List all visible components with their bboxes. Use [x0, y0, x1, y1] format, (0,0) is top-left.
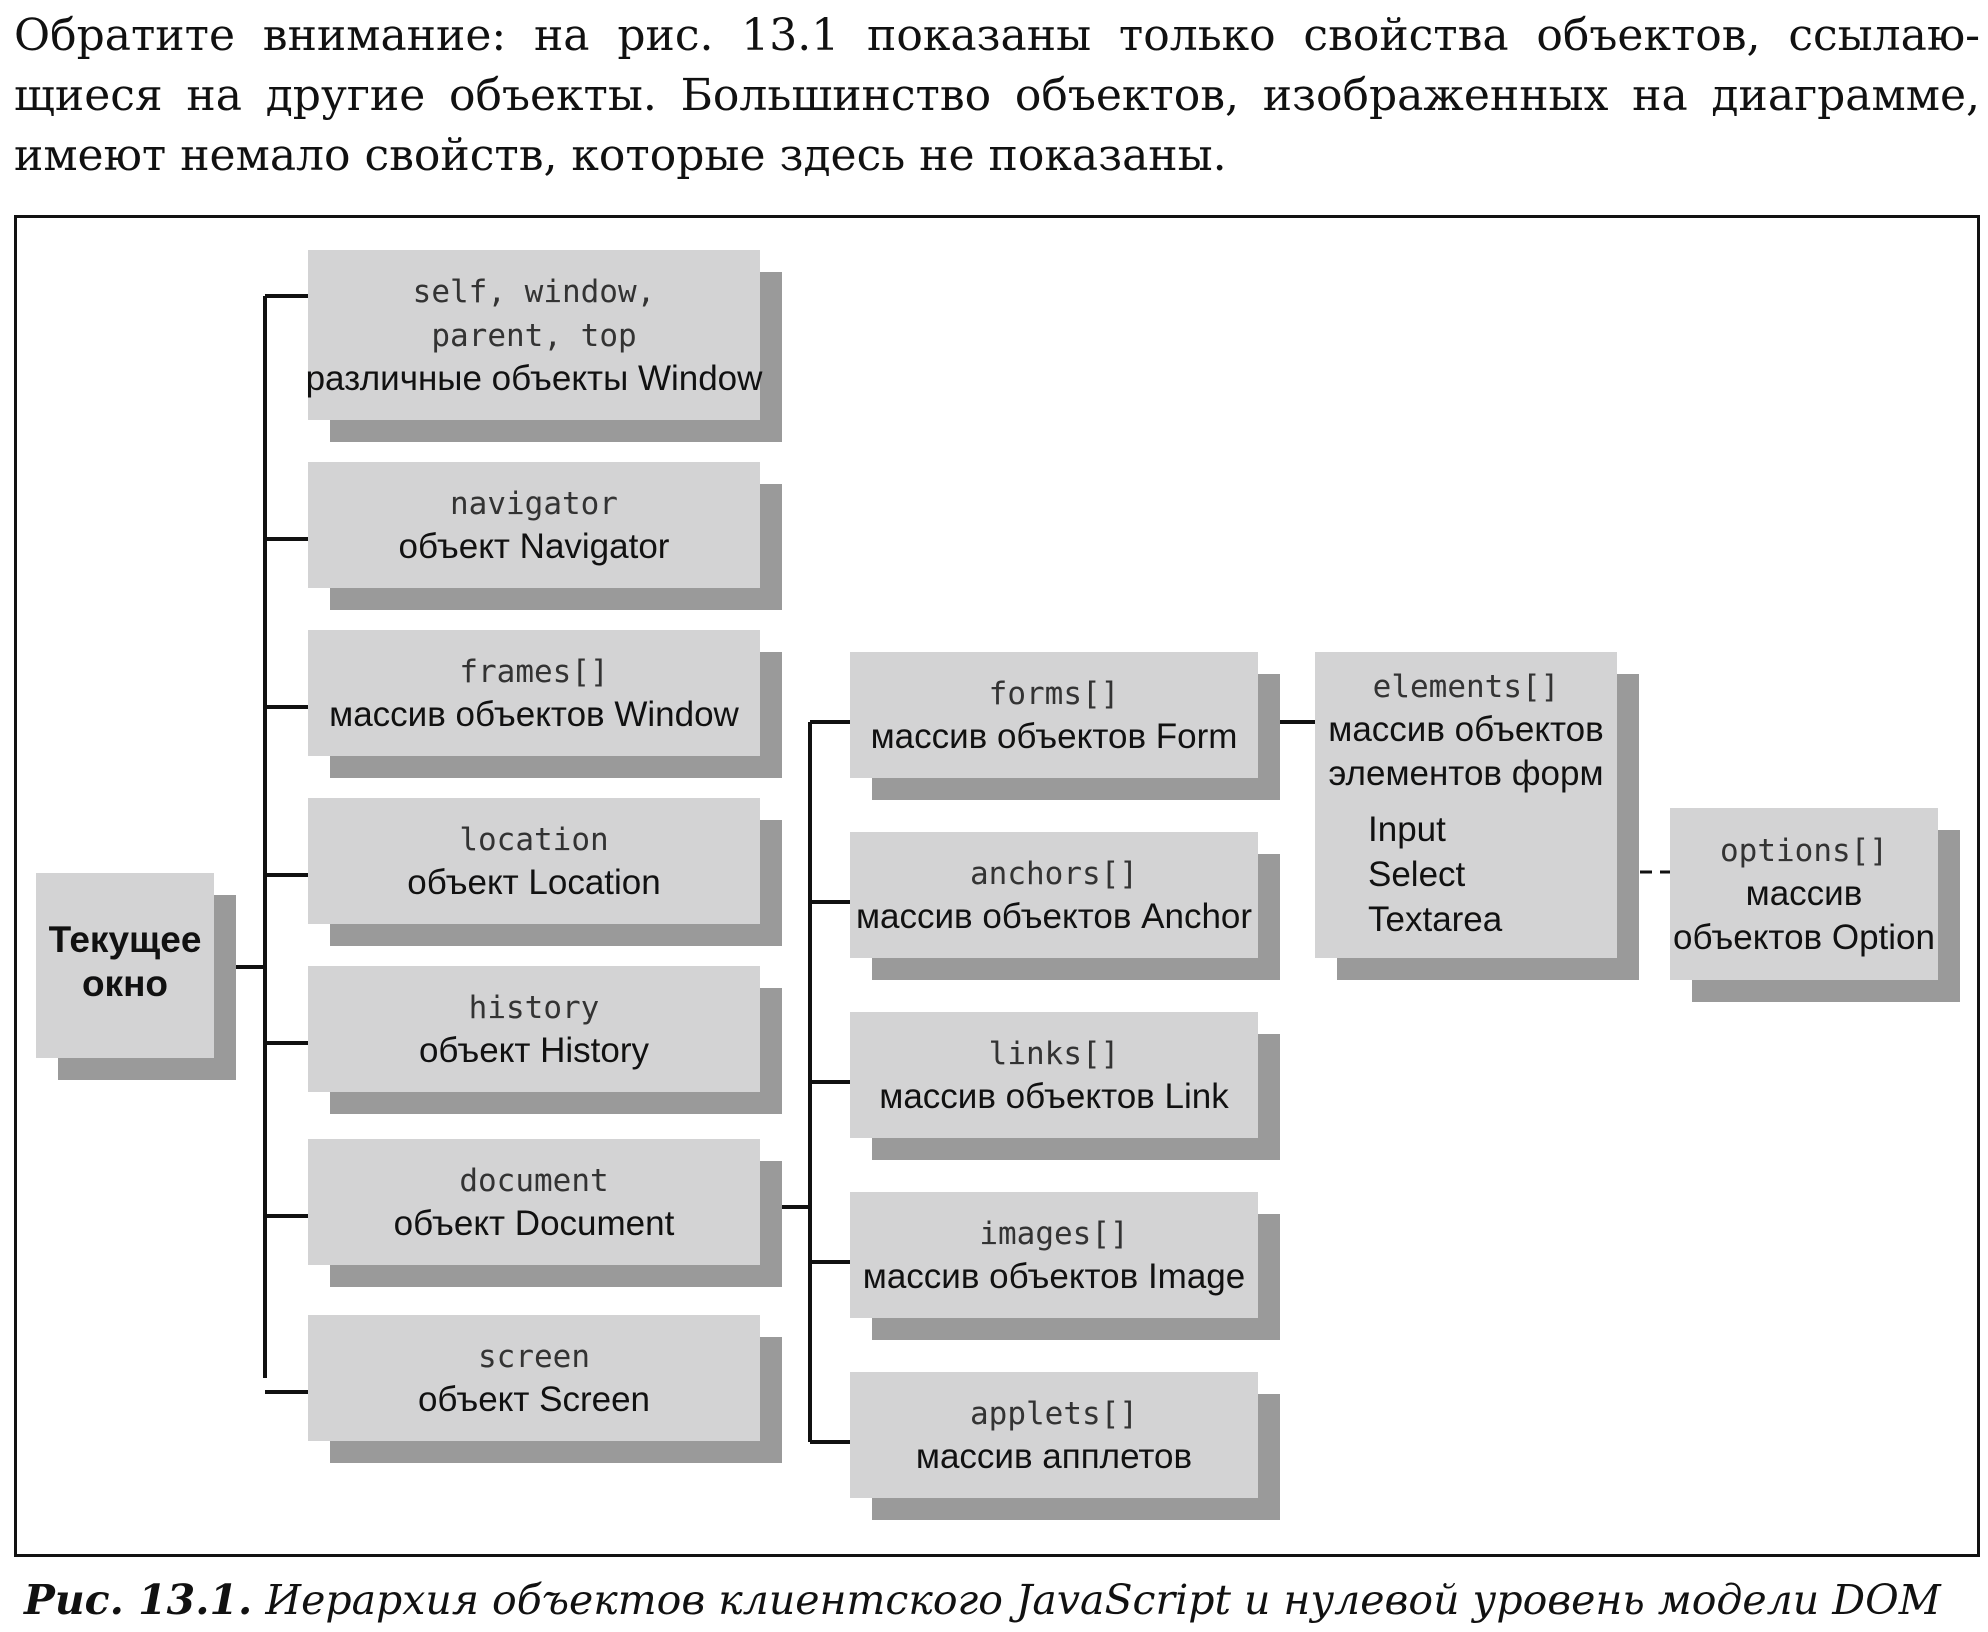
node-frames-property: frames[] — [459, 654, 608, 690]
node-history: history объект History — [308, 966, 782, 1114]
node-links-box — [850, 1012, 1258, 1138]
node-elements-property: elements[] — [1373, 669, 1560, 705]
node-current-window-label: окно — [82, 963, 168, 1004]
node-history-description: объект History — [419, 1031, 650, 1070]
node-forms-property: forms[] — [989, 676, 1120, 712]
node-document: document объект Document — [308, 1139, 782, 1287]
node-images: images[] массив объектов Image — [850, 1192, 1280, 1340]
node-navigator: navigator объект Navigator — [308, 462, 782, 610]
node-applets: applets[] массив апплетов — [850, 1372, 1280, 1520]
node-document-description: объект Document — [394, 1204, 675, 1243]
node-screen-description: объект Screen — [418, 1380, 650, 1419]
node-frames-box — [308, 630, 760, 756]
figure-caption: Рис. 13.1. Иерархия объектов клиентского… — [24, 1572, 1984, 1628]
node-options-description: массив — [1746, 874, 1863, 913]
node-current-window-label: Текущее — [49, 919, 202, 960]
node-location-box — [308, 798, 760, 924]
node-frames-description: массив объектов Window — [329, 695, 739, 734]
node-images-description: массив объектов Image — [863, 1257, 1246, 1296]
node-screen-property: screen — [478, 1339, 590, 1375]
node-window-refs-property: self, window, — [413, 274, 656, 310]
node-elements-box — [1315, 652, 1617, 958]
node-location-property: location — [459, 822, 608, 858]
node-anchors-property: anchors[] — [970, 856, 1138, 892]
node-document-box — [308, 1139, 760, 1265]
node-elements-item: Select — [1368, 855, 1466, 894]
node-elements-description: массив объектов — [1328, 710, 1604, 749]
node-forms: forms[] массив объектов Form — [850, 652, 1280, 800]
node-screen: screen объект Screen — [308, 1315, 782, 1463]
node-history-property: history — [469, 990, 600, 1026]
node-history-box — [308, 966, 760, 1092]
node-window-refs: self, window, parent, top различные объект… — [306, 250, 782, 442]
node-elements-item: Input — [1368, 810, 1446, 849]
node-location: location объект Location — [308, 798, 782, 946]
node-frames: frames[] массив объектов Window — [308, 630, 782, 778]
node-anchors-description: массив объектов Anchor — [856, 897, 1252, 936]
node-window-refs-description: различные объекты Window — [306, 359, 764, 398]
node-navigator-property: navigator — [450, 486, 618, 522]
node-applets-property: applets[] — [970, 1396, 1138, 1432]
node-applets-box — [850, 1372, 1258, 1498]
node-elements-item: Textarea — [1368, 900, 1503, 939]
node-options-property: options[] — [1720, 833, 1888, 869]
node-screen-box — [308, 1315, 760, 1441]
node-window-refs-property: parent, top — [431, 318, 636, 354]
node-links-property: links[] — [989, 1036, 1120, 1072]
caption-number: Рис. 13.1. — [24, 1576, 253, 1624]
node-links-description: массив объектов Link — [879, 1077, 1229, 1116]
caption-text: Иерархия объектов клиентского JavaScript… — [265, 1576, 1941, 1624]
node-navigator-description: объект Navigator — [399, 527, 670, 566]
intro-paragraph: Обратите внимание: на рис. 13.1 показаны… — [14, 10, 1980, 181]
node-applets-description: массив апплетов — [916, 1437, 1192, 1476]
node-options-box — [1670, 808, 1938, 980]
node-forms-box — [850, 652, 1258, 778]
node-options-description: объектов Option — [1673, 918, 1935, 957]
node-anchors: anchors[] массив объектов Anchor — [850, 832, 1280, 980]
node-images-property: images[] — [979, 1216, 1128, 1252]
node-navigator-box — [308, 462, 760, 588]
node-elements-description: элементов форм — [1328, 754, 1603, 793]
node-window-refs-box — [308, 250, 760, 420]
node-elements: elements[] массив объектов элементов формI… — [1315, 652, 1639, 980]
node-current-window-box — [36, 873, 214, 1058]
node-document-property: document — [459, 1163, 608, 1199]
node-anchors-box — [850, 832, 1258, 958]
node-forms-description: массив объектов Form — [871, 717, 1238, 756]
node-location-description: объект Location — [407, 863, 660, 902]
node-images-box — [850, 1192, 1258, 1318]
node-links: links[] массив объектов Link — [850, 1012, 1280, 1160]
node-options: options[] массив объектов Option — [1670, 808, 1960, 1002]
